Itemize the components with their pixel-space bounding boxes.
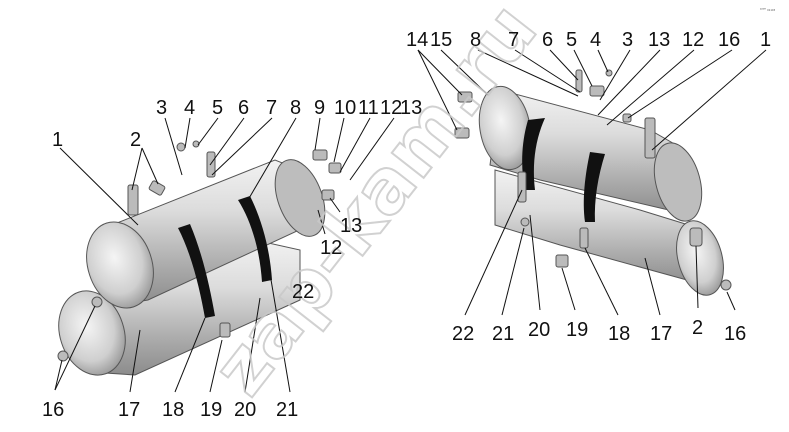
callout-left-22: 22 [292,281,314,303]
right-strap-2 [583,152,605,222]
callout-left-13: 13 [400,97,422,119]
callout-right-18: 18 [608,323,630,345]
corner-mark: ᴬᴳᴹ ₀₁₁₀₃ [760,7,776,12]
left-strap-1 [178,224,215,318]
callout-left-8: 8 [290,97,301,119]
callout-left-5: 5 [212,97,223,119]
callout-left-1: 1 [52,129,63,151]
left-strap-2 [238,196,272,282]
callout-left-20: 20 [234,399,256,421]
callout-left-10: 10 [334,97,356,119]
right-lower-tank [494,169,724,296]
left-assembly [57,140,342,376]
callout-right-16: 16 [718,29,740,51]
callout-left-16: 16 [42,399,64,421]
callout-right-1: 1 [760,29,771,51]
callout-right-4: 4 [590,29,601,51]
callout-right-7: 7 [508,29,519,51]
callouts-left: 1 2 3 4 5 6 7 8 9 10 11 12 13 13 12 22 1… [42,97,422,421]
callout-right-20: 20 [528,319,550,341]
callout-right-15: 15 [430,29,452,51]
callout-left-17: 17 [118,399,140,421]
callout-left-12: 12 [380,97,402,119]
callout-left-9: 9 [314,97,325,119]
callout-right-16b: 16 [724,323,746,345]
callout-right-8: 8 [470,29,481,51]
callout-right-5: 5 [566,29,577,51]
callout-left-4: 4 [184,97,195,119]
callout-left-7: 7 [266,97,277,119]
right-strap-1 [522,118,545,190]
callout-left-19: 19 [200,399,222,421]
callout-left-2: 2 [130,129,141,151]
callout-right-19: 19 [566,319,588,341]
callout-left-18: 18 [162,399,184,421]
right-assembly [454,69,732,296]
callout-right-14: 14 [406,29,428,51]
callout-right-17: 17 [650,323,672,345]
left-upper-tank [86,159,326,309]
callout-left-6: 6 [238,97,249,119]
callout-left-13b: 13 [340,215,362,237]
callout-right-13: 13 [648,29,670,51]
callout-right-2: 2 [692,317,703,339]
callout-left-21: 21 [276,399,298,421]
callout-right-3: 3 [622,29,633,51]
callout-right-22: 22 [452,323,474,345]
leader-lines [54,49,767,393]
callout-left-12b: 12 [320,237,342,259]
callout-right-12: 12 [682,29,704,51]
callout-left-3: 3 [156,97,167,119]
callout-right-21: 21 [492,323,514,345]
callouts-right: 14 15 8 7 6 5 4 3 13 12 16 1 22 21 20 19… [406,29,771,345]
callout-left-11: 11 [358,97,379,119]
callout-right-6: 6 [542,29,553,51]
right-fittings [454,69,732,291]
